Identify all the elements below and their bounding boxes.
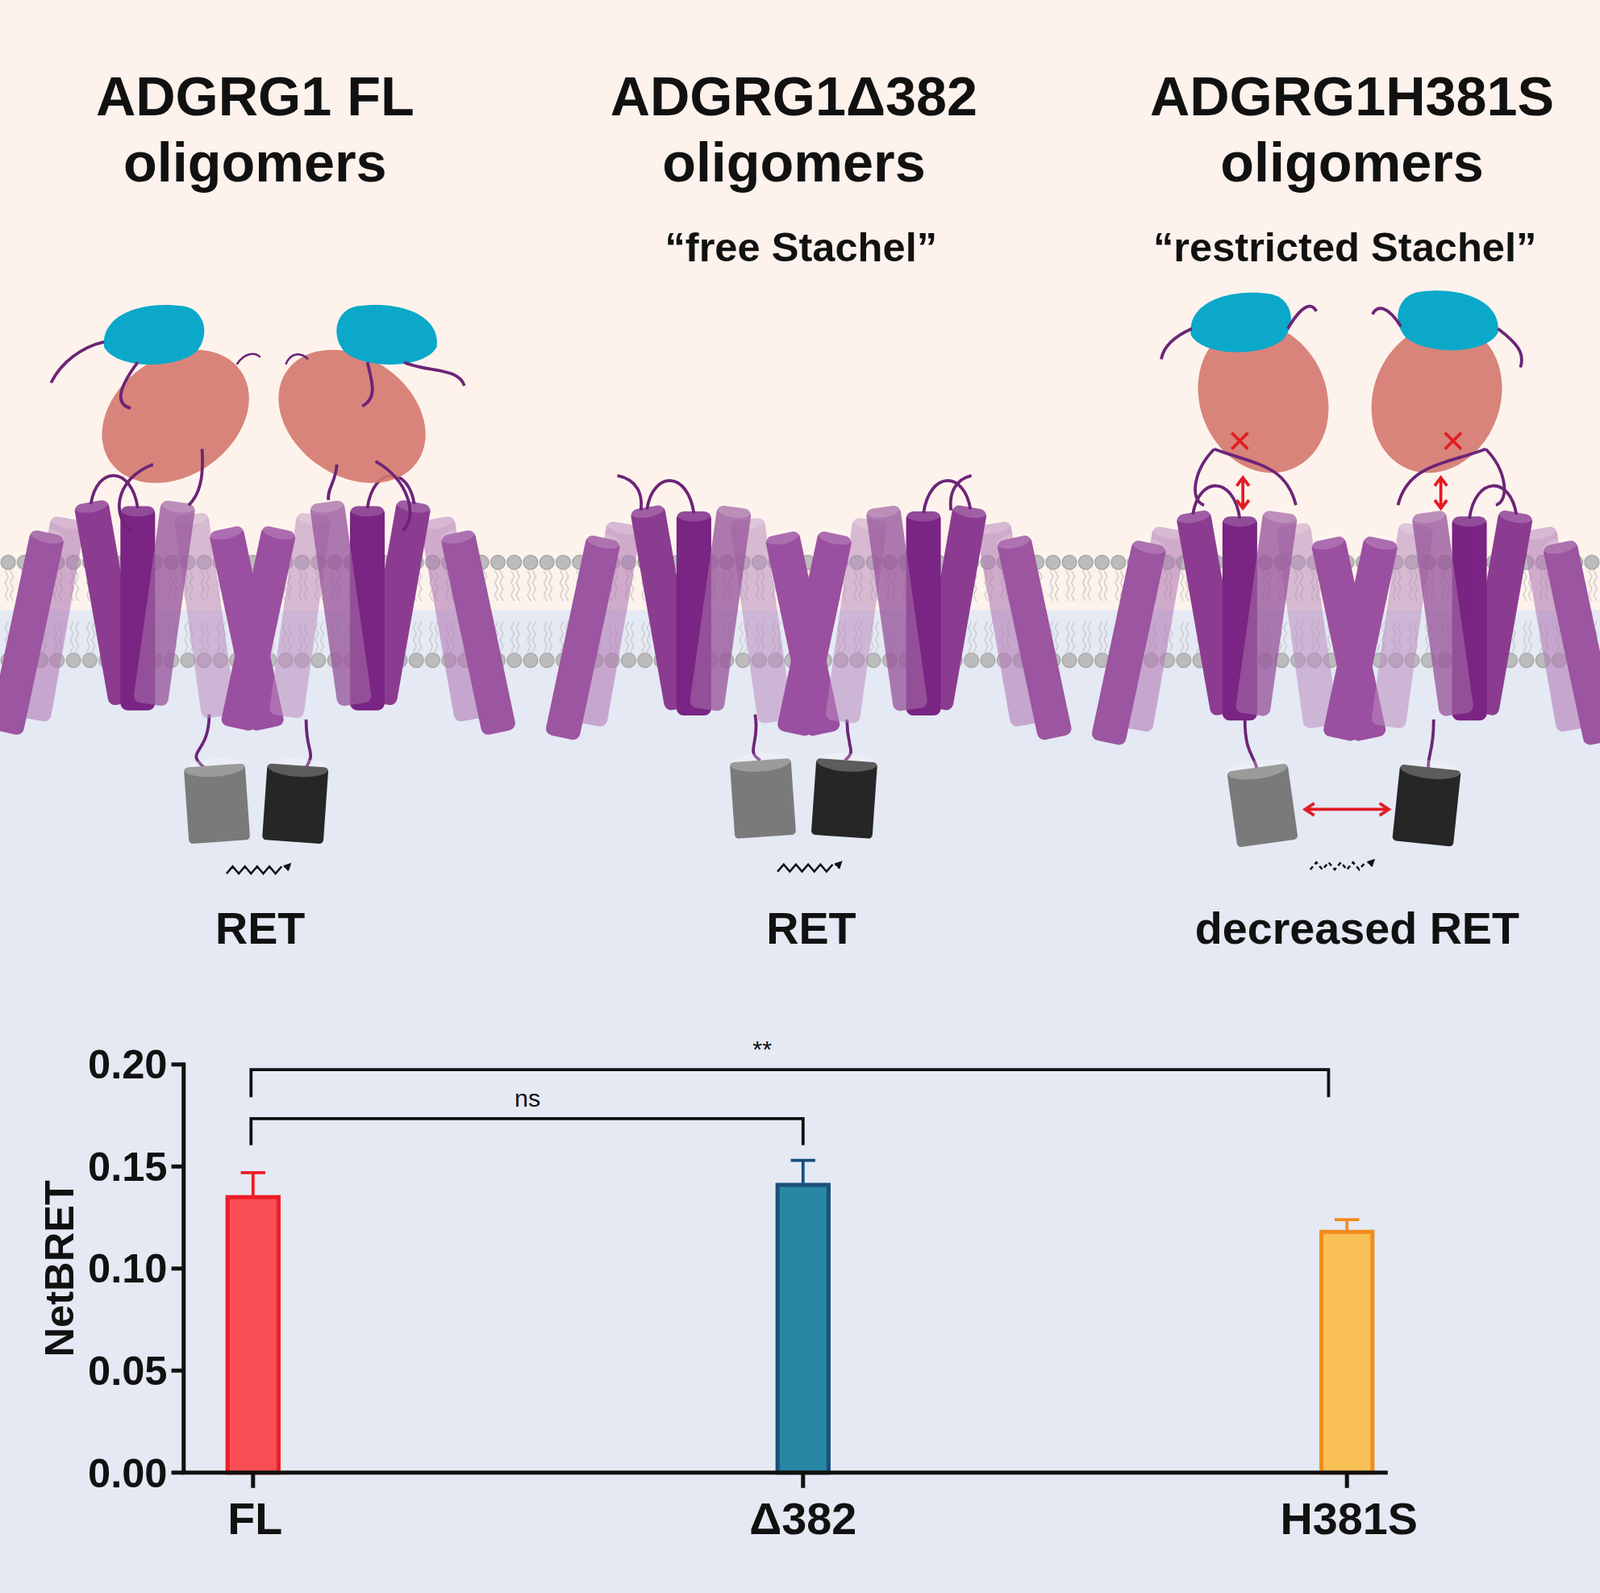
title: ADGRG1Δ382 oligomers <box>600 62 988 196</box>
axis-tick: 0.20 <box>87 1039 168 1089</box>
title: ADGRG1 FL oligomers <box>83 62 426 196</box>
ret-label: RET <box>766 902 856 957</box>
subtitle: “free Stachel” <box>664 222 938 272</box>
significance-label: ns <box>514 1083 541 1113</box>
axis-tick: 0.15 <box>87 1141 168 1192</box>
significance-label: ** <box>752 1034 772 1064</box>
category-label: FL <box>227 1491 283 1546</box>
delta382-oligomer <box>544 475 1073 872</box>
category-label: H381S <box>1280 1491 1418 1546</box>
subtitle: “restricted Stachel” <box>1153 222 1537 272</box>
fl-oligomer <box>0 304 517 874</box>
h381s-oligomer <box>1090 290 1600 870</box>
axis-tick: 0.00 <box>87 1447 168 1497</box>
axis-title: NetBRET <box>34 1179 84 1357</box>
axis-tick: 0.05 <box>87 1345 168 1396</box>
ret-label: RET <box>215 902 305 957</box>
title: ADGRG1H381S oligomers <box>1135 62 1570 196</box>
ret-label: decreased RET <box>1195 902 1520 957</box>
bar-chart <box>171 1062 1388 1488</box>
category-label: Δ382 <box>749 1491 857 1546</box>
axis-tick: 0.10 <box>87 1243 168 1293</box>
